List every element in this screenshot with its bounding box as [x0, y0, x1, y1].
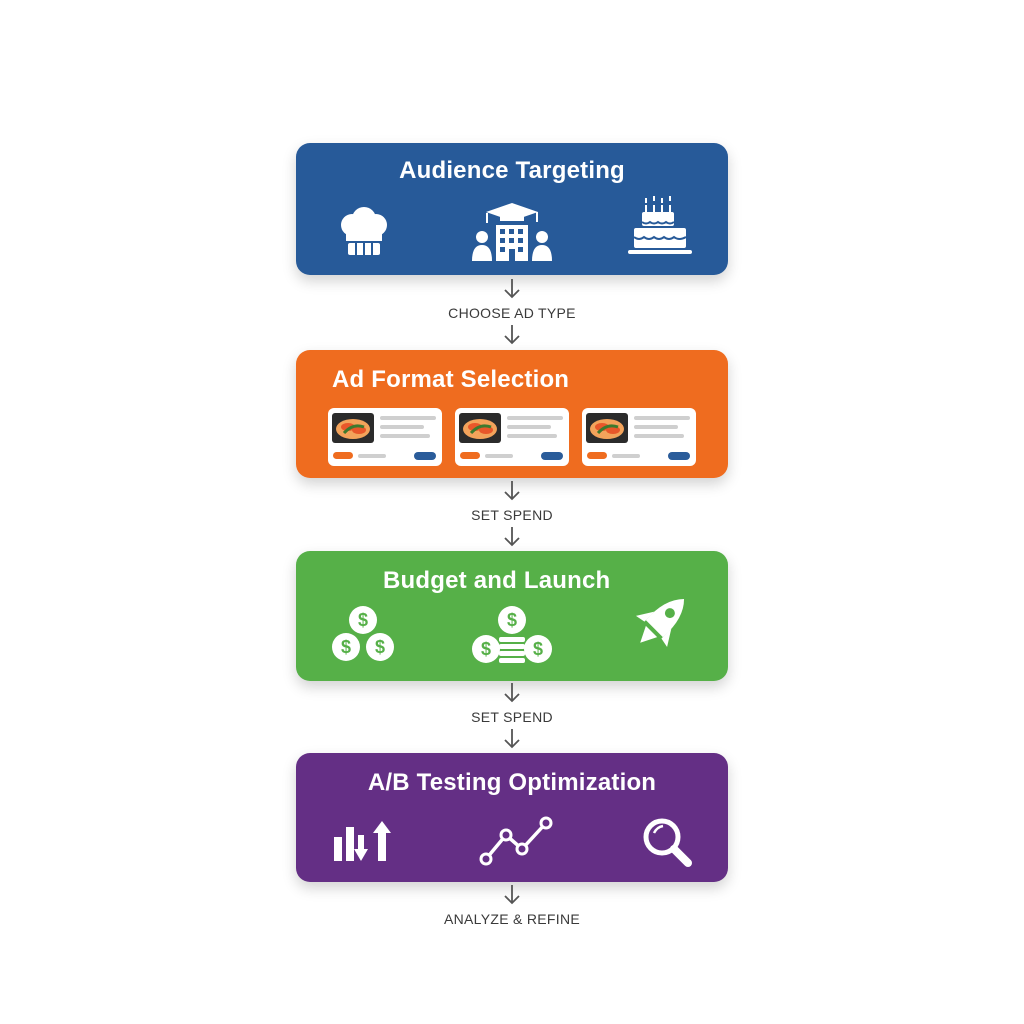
step-audience-targeting: Audience Targeting: [296, 143, 728, 275]
svg-text:$: $: [358, 610, 368, 630]
coins-dollar-icon: $ $ $: [332, 606, 394, 661]
down-arrow: [504, 325, 520, 345]
magnifier-icon: [643, 818, 692, 867]
ad-card-food-icon: [582, 408, 696, 466]
ad-card-food-icon: [455, 408, 569, 466]
svg-text:$: $: [375, 637, 385, 657]
food-image: [459, 413, 501, 443]
step-budget-and-launch: Budget and Launch $ $ $ $ $ $: [296, 551, 728, 681]
connector-label: CHOOSE AD TYPE: [448, 305, 576, 321]
birthday-cake-icon: [628, 196, 692, 254]
bar-chart-arrows-icon: [334, 821, 391, 861]
down-arrow: [504, 527, 520, 547]
food-image: [332, 413, 374, 443]
down-arrow: [504, 729, 520, 749]
step-title: A/B Testing Optimization: [367, 769, 657, 796]
svg-text:$: $: [533, 639, 543, 659]
step-ad-format-selection: Ad Format Selection: [296, 350, 728, 478]
svg-text:$: $: [507, 610, 517, 630]
connector-label: SET SPEND: [471, 709, 553, 725]
line-chart-icon: [479, 816, 553, 866]
chef-hat-icon: [341, 207, 387, 255]
ad-card-food-icon: [328, 408, 442, 466]
svg-text:$: $: [481, 639, 491, 659]
step-ab-testing-optimization: A/B Testing Optimization: [296, 753, 728, 882]
school-building-people-icon: [472, 203, 552, 261]
step-title: Audience Targeting: [399, 157, 625, 184]
connector-label: ANALYZE & REFINE: [443, 911, 580, 927]
food-image: [586, 413, 628, 443]
step-title: Budget and Launch: [383, 567, 611, 594]
down-arrow: [504, 885, 520, 905]
connector-label: SET SPEND: [471, 507, 553, 523]
rocket-icon: [635, 598, 685, 648]
down-arrow: [504, 279, 520, 299]
coin-stack-dollar-icon: $ $ $: [472, 606, 552, 663]
svg-text:$: $: [341, 637, 351, 657]
step-title: Ad Format Selection: [332, 366, 570, 393]
down-arrow: [504, 481, 520, 501]
down-arrow: [504, 683, 520, 703]
